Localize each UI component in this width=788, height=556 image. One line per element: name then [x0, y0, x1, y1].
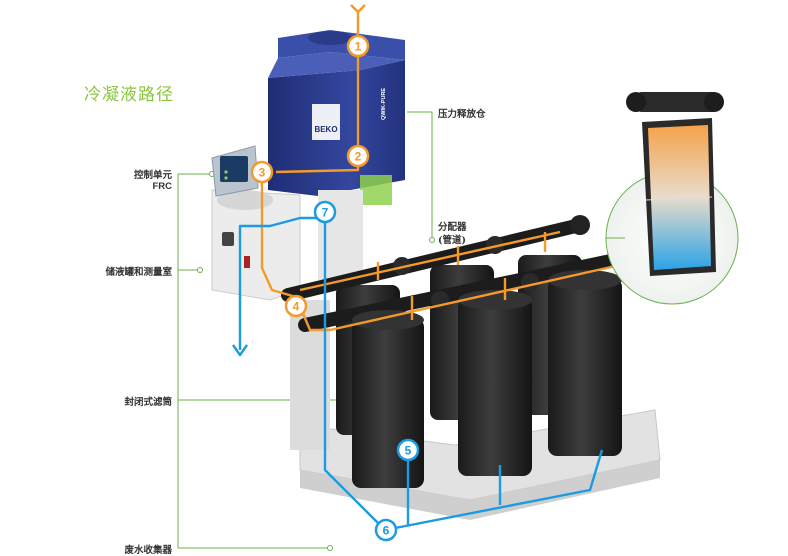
step-2-badge: 2	[346, 144, 370, 168]
label-waste-collector: 废水收集器	[124, 545, 172, 556]
step-6-badge: 6	[374, 518, 398, 542]
label-sealed-filter: 封闭式滤筒	[124, 397, 172, 408]
label-pressure-release: 压力释放仓	[438, 109, 486, 120]
svg-text:3: 3	[259, 166, 266, 180]
brand-label: BEKO	[314, 125, 337, 134]
step-1-badge: 1	[346, 34, 370, 58]
step-3-badge: 3	[250, 160, 274, 184]
label-control-unit-frc: FRC	[152, 181, 172, 192]
label-distributor: 分配器	[438, 222, 467, 233]
svg-text:1: 1	[355, 40, 362, 54]
diagram-title: 冷凝液路径	[84, 85, 174, 105]
control-unit	[211, 145, 259, 197]
storage-tank	[211, 189, 301, 301]
label-storage-tank: 储液罐和测量室	[105, 267, 172, 278]
cartridge-cutaway-inset	[605, 92, 739, 305]
svg-text:2: 2	[355, 150, 362, 164]
label-control-unit: 控制单元	[133, 170, 172, 181]
label-distributor-pipe: (管道)	[438, 235, 466, 246]
step-4-badge: 4	[284, 294, 308, 318]
step-5-badge: 5	[396, 438, 420, 462]
filter-cartridges-front	[352, 270, 622, 488]
step-7-badge: 7	[313, 200, 337, 224]
svg-text:7: 7	[322, 206, 329, 220]
svg-text:4: 4	[293, 300, 300, 314]
step-badges: 1 2 3 4 5 6 7	[250, 34, 420, 542]
svg-text:6: 6	[383, 524, 390, 538]
svg-text:5: 5	[405, 444, 412, 458]
model-label: QWIK-PURE	[381, 88, 387, 120]
